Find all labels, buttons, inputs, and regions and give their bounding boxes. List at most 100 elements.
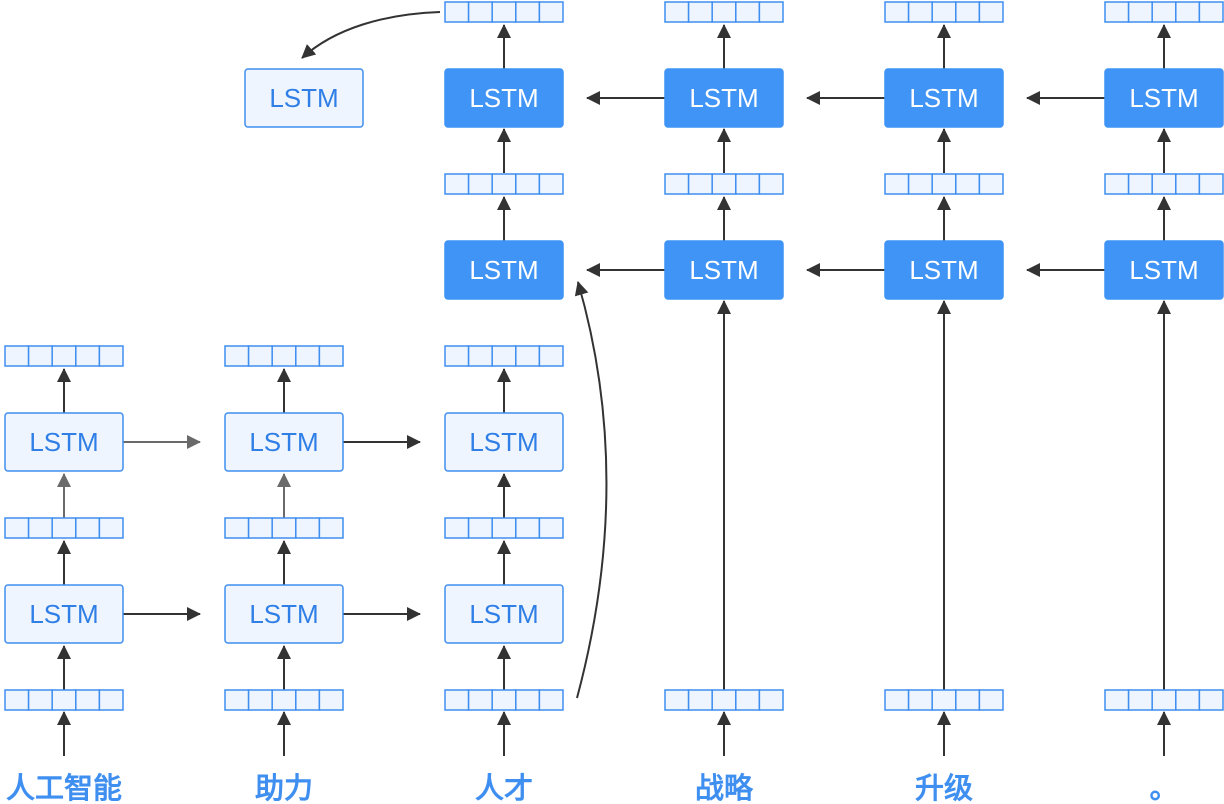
vector-cell <box>538 1 564 23</box>
vector-cell <box>1151 173 1177 195</box>
vector-cell <box>907 1 933 23</box>
detached-lstm: LSTM <box>244 68 364 128</box>
vector-cell <box>98 345 124 367</box>
decoder-output-vector <box>1104 1 1224 23</box>
lstm-box <box>244 68 364 128</box>
vector-cell <box>1198 173 1224 195</box>
vector-cell <box>664 689 690 711</box>
vector-cell <box>51 517 77 539</box>
vector-cell <box>931 173 957 195</box>
decoder-hidden-vector <box>884 173 1004 195</box>
vector-cell <box>711 689 737 711</box>
vector-cell <box>1127 689 1153 711</box>
vector-cell <box>444 345 470 367</box>
vector-cell <box>955 1 981 23</box>
decoder-lstm-layer2: LSTM <box>664 68 784 128</box>
vector-cell <box>4 517 30 539</box>
vector-cell <box>247 689 273 711</box>
lstm-box <box>444 412 564 472</box>
decoder-input-vector <box>1104 689 1224 711</box>
vector-cell <box>907 173 933 195</box>
vector-cell <box>1104 1 1130 23</box>
vector-cell <box>1127 173 1153 195</box>
lstm-box <box>224 584 344 644</box>
vector-cell <box>51 345 77 367</box>
decoder-lstm-layer2: LSTM <box>884 68 1004 128</box>
lstm-box <box>1104 240 1224 300</box>
vector-cell <box>444 517 470 539</box>
vector-cell <box>444 1 470 23</box>
vector-cell <box>884 173 910 195</box>
vector-cell <box>758 173 784 195</box>
lstm-box <box>224 412 344 472</box>
vector-cell <box>295 345 321 367</box>
decoder-lstm-layer1: LSTM <box>664 240 784 300</box>
encoder-lstm-layer1: LSTM <box>4 584 124 644</box>
vector-cell <box>491 173 517 195</box>
vector-cell <box>318 689 344 711</box>
vector-cell <box>247 345 273 367</box>
vector-cell <box>51 689 77 711</box>
lstm-label: LSTM <box>469 599 538 629</box>
vector-cell <box>538 689 564 711</box>
vector-cell <box>687 1 713 23</box>
vector-cell <box>711 173 737 195</box>
output-to-lstm-curve-arrow <box>301 11 441 59</box>
input-word: 升级 <box>915 771 973 804</box>
vector-cell <box>1104 689 1130 711</box>
input-word: 人才 <box>475 771 533 804</box>
vector-cell <box>444 689 470 711</box>
edges-layer <box>57 11 1171 756</box>
vector-cell <box>515 173 541 195</box>
decoder-hidden-vector <box>664 173 784 195</box>
lstm-label: LSTM <box>469 83 538 113</box>
lstm-box <box>444 240 564 300</box>
lstm-label: LSTM <box>1129 255 1198 285</box>
lstm-label: LSTM <box>249 427 318 457</box>
vector-cell <box>884 1 910 23</box>
lstm-label: LSTM <box>249 599 318 629</box>
vector-cell <box>467 689 493 711</box>
vector-cell <box>978 689 1004 711</box>
vector-cell <box>27 517 53 539</box>
lstm-box <box>444 584 564 644</box>
vector-cell <box>1198 1 1224 23</box>
vector-cell <box>491 1 517 23</box>
lstm-box <box>884 240 1004 300</box>
decoder-output-vector <box>444 1 564 23</box>
decoder-lstm-layer1: LSTM <box>444 240 564 300</box>
vector-cell <box>75 517 101 539</box>
decoder-lstm-layer2: LSTM <box>444 68 564 128</box>
vector-cell <box>295 689 321 711</box>
decoder-hidden-vector <box>444 173 564 195</box>
vector-cell <box>538 173 564 195</box>
vector-cell <box>1198 689 1224 711</box>
vector-cell <box>318 517 344 539</box>
decoder-input-vector <box>664 689 784 711</box>
input-word: 人工智能 <box>6 771 122 804</box>
decoder-lstm-layer2: LSTM <box>1104 68 1224 128</box>
vector-cell <box>1127 1 1153 23</box>
encoder-lstm-layer1: LSTM <box>444 584 564 644</box>
vector-cell <box>538 345 564 367</box>
decoder-input-vector <box>884 689 1004 711</box>
encoder-lstm-layer2: LSTM <box>224 412 344 472</box>
vector-cell <box>75 689 101 711</box>
vector-cell <box>271 517 297 539</box>
encoder-hidden-vector <box>444 517 564 539</box>
decoder-lstm-layer1: LSTM <box>1104 240 1224 300</box>
vector-cell <box>224 517 250 539</box>
encoder-input-vector <box>444 689 564 711</box>
lstm-label: LSTM <box>689 255 758 285</box>
encoder-lstm-layer2: LSTM <box>4 412 124 472</box>
vector-cell <box>955 173 981 195</box>
lstm-label: LSTM <box>689 83 758 113</box>
lstm-box <box>4 584 124 644</box>
decoder-output-vector <box>884 1 1004 23</box>
lstm-box <box>4 412 124 472</box>
vector-cell <box>515 689 541 711</box>
vector-cell <box>4 345 30 367</box>
vector-cell <box>1151 689 1177 711</box>
vector-cell <box>907 689 933 711</box>
